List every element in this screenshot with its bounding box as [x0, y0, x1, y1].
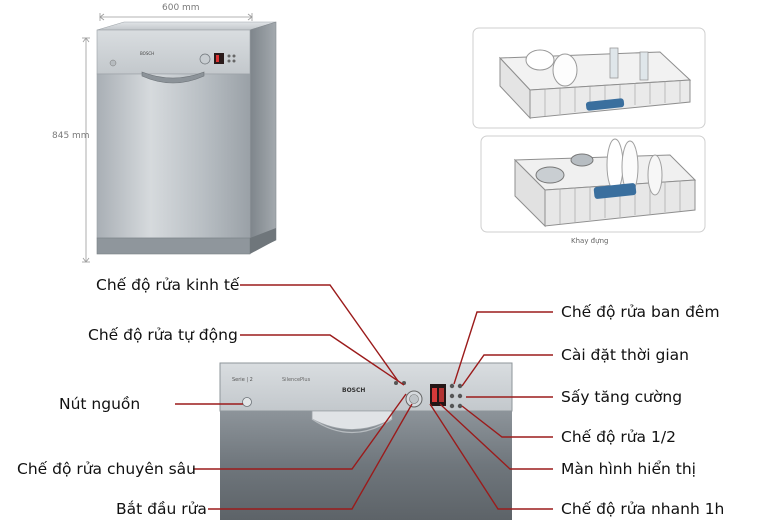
leader-intensive — [193, 393, 407, 470]
svg-text:SilencePlus: SilencePlus — [282, 377, 311, 383]
label-night-wash: Chế độ rửa ban đêm — [561, 303, 720, 321]
label-timer-setting: Cài đặt thời gian — [561, 346, 689, 364]
panel-brand-text: BOSCH — [140, 51, 154, 56]
closeup-brand-text: BOSCH — [342, 387, 365, 394]
leader-eco — [240, 284, 399, 382]
rack-caption: Khay đựng — [571, 237, 609, 245]
lower-rack-image — [480, 135, 706, 233]
label-start-wash: Bắt đầu rửa — [116, 500, 207, 518]
leader-half — [461, 405, 553, 438]
svg-text:Serie | 2: Serie | 2 — [232, 377, 253, 383]
leader-display — [439, 403, 553, 470]
label-power-button: Nút nguồn — [59, 395, 141, 413]
leader-quick — [429, 403, 553, 510]
label-extra-dry: Sấy tăng cường — [561, 388, 683, 406]
label-eco-wash: Chế độ rửa kinh tế — [96, 276, 240, 294]
label-auto-wash: Chế độ rửa tự động — [88, 326, 238, 344]
label-display-screen: Màn hình hiển thị — [561, 460, 696, 478]
height-dimension-label: 845 mm — [52, 131, 90, 141]
height-dimension-line — [82, 37, 90, 263]
leader-night — [453, 311, 553, 385]
leader-lines — [175, 284, 553, 510]
dishwasher-illustration: BOSCH — [96, 21, 277, 255]
leader-auto — [240, 334, 405, 386]
upper-rack-image — [472, 27, 706, 129]
width-dimension-label: 600 mm — [162, 3, 200, 13]
label-half-load-wash: Chế độ rửa 1/2 — [561, 428, 676, 446]
label-intensive-wash: Chế độ rửa chuyên sâu — [17, 460, 197, 478]
leader-start — [208, 403, 413, 510]
control-panel-closeup: Serie | 2 SilencePlus BOSCH — [219, 362, 513, 520]
leader-timer — [461, 354, 553, 387]
width-dimension-line — [99, 13, 253, 21]
label-quick-wash: Chế độ rửa nhanh 1h — [561, 500, 725, 518]
